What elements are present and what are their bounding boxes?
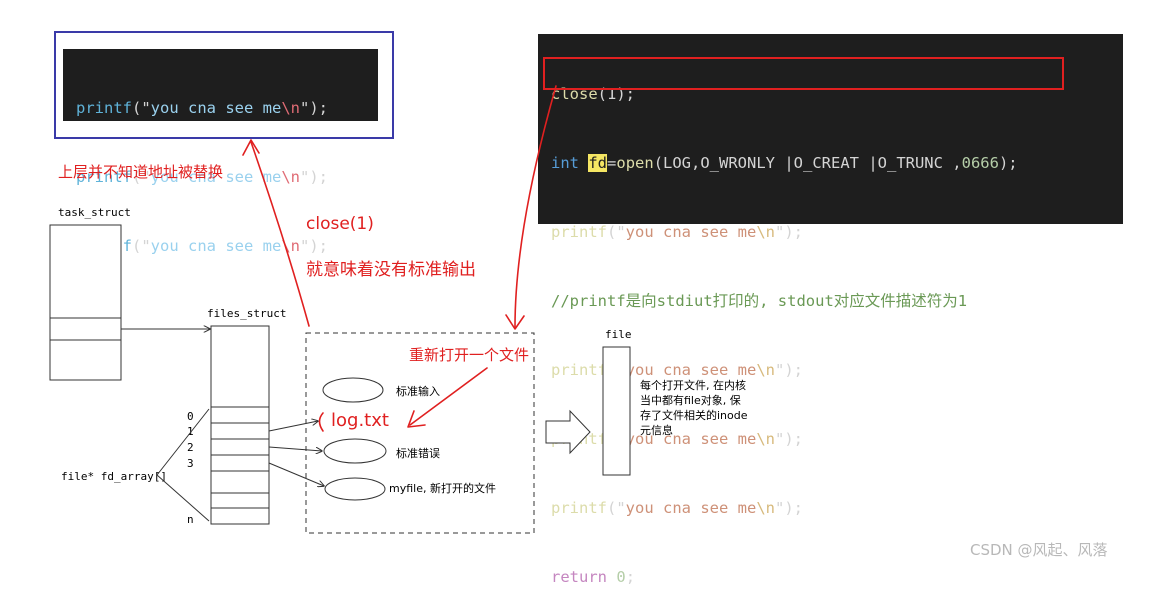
fd-array-label: file* fd_array[] [61,470,167,483]
fd3-arrow [268,462,324,486]
file-desc-line: 每个打开文件, 在内核 [640,379,746,392]
fd-index: 2 [187,441,194,454]
fd-cell-label: file* [225,456,259,469]
note-no-stdout: 就意味着没有标准输出 [306,260,476,280]
note-upper-layer: 上层并不知道地址被替换 [58,163,224,181]
ellipse-stdin [322,377,384,403]
fd-index: 3 [187,457,194,470]
code-line-comment: //printf是向stdiut打印的, stdout对应文件描述符为1 [551,292,968,310]
right-code-block: close(1); int fd=open(LOG,O_WRONLY |O_CR… [538,34,1123,586]
fd-index: 0 [187,410,194,423]
note-reopen: 重新打开一个文件 [409,346,530,364]
fd1-arrow [268,421,318,432]
file-desc-line: 存了文件相关的inode [640,409,748,422]
fd2-arrow [268,446,322,451]
fd-cell-label: ... [232,477,252,490]
fd-cell-label: file* [225,424,259,437]
code-line-printf: printf("you cna see me\n"); [551,361,803,379]
code-line-return: return 0; [551,568,636,586]
code-line-printf: printf("you cna see me\n"); [551,499,803,517]
files-pointer-label: *files [60,324,100,337]
fd-cell-label: file* [225,408,259,421]
ellipse-stderr [323,438,387,464]
ellipse-myfile [324,477,386,501]
ellipse-label-stderr: 标准错误 [396,447,440,460]
fd-cell-label: file* [225,440,259,453]
fd-index: 1 [187,425,194,438]
file-desc-line: 当中都有file对象, 保 [640,394,741,407]
note-logtxt: log.txt [331,410,389,431]
file-desc-line: 元信息 [640,424,673,437]
fd-array-brace [156,408,210,522]
watermark: CSDN @风起、风落 [970,541,1108,559]
code-line-printf: printf("you cna see me\n"); [551,223,803,241]
open-line-highlight [543,57,1064,90]
code-line-open: int fd=open(LOG,O_WRONLY |O_CREAT |O_TRU… [551,154,1018,172]
left-code-frame [54,31,394,139]
file-object-label: file [605,328,632,341]
ellipse-label-myfile: myfile, 新打开的文件 [389,482,496,495]
left-code-block: printf("you cna see me\n"); printf("you … [63,49,378,255]
left-code-line: printf("you cna see me\n"); [76,99,328,117]
files-struct-label: files_struct [207,307,287,320]
note-close1: close(1) [306,214,374,234]
fd-index: n [187,513,194,526]
code-line-printf: printf("you cna see me\n"); [551,430,803,448]
ellipse-label-stdin: 标准输入 [396,385,440,398]
task-struct-label: task_struct [58,206,131,219]
